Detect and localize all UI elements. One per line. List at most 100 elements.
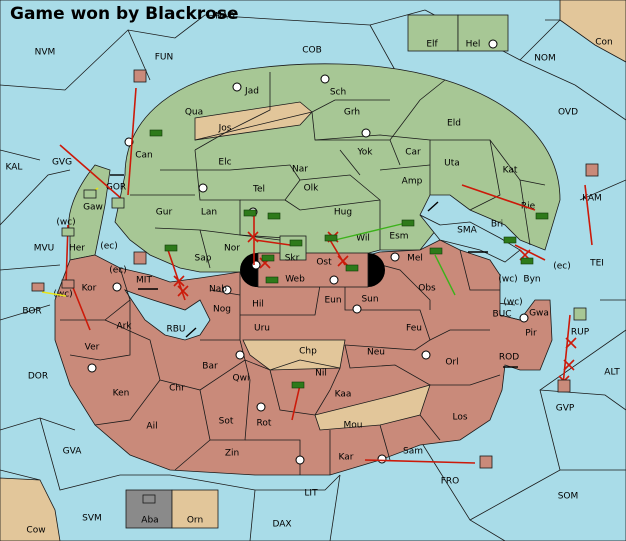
fleet-unit-icon bbox=[61, 227, 75, 237]
label-aba: Aba bbox=[141, 516, 158, 526]
sea-label-nao: NAO bbox=[215, 12, 235, 22]
sea-label-gor: GOR bbox=[106, 183, 126, 193]
sea-label-svm: SVM bbox=[82, 514, 102, 524]
label-qua: Qua bbox=[185, 108, 203, 118]
coast-tag: (ec) bbox=[553, 262, 571, 272]
label-kaa: Kaa bbox=[335, 390, 352, 400]
fleet-unit-icon bbox=[142, 494, 156, 504]
army-unit-icon bbox=[267, 212, 281, 220]
label-nog: Nog bbox=[213, 305, 231, 315]
label-kat: Kat bbox=[503, 166, 518, 176]
sea-label-cob: COB bbox=[302, 46, 322, 56]
label-car: Car bbox=[405, 148, 421, 158]
sea-label-dor: DOR bbox=[28, 372, 48, 382]
sea-labels: NAO NVM COB NOM OVD KAL GVG FUN MVU BOR … bbox=[6, 12, 621, 530]
sea-label-kam: KAM bbox=[582, 194, 602, 204]
sea-label-mit: MIT bbox=[136, 276, 152, 286]
fleet-unit-icon bbox=[585, 163, 599, 177]
army-unit-icon bbox=[429, 247, 443, 255]
sea-label-buc: BUC bbox=[492, 310, 511, 320]
game-result-title: Game won by Blackrose bbox=[10, 4, 239, 24]
sea-label-fun: FUN bbox=[155, 53, 174, 63]
coast-tag: (wc) bbox=[503, 298, 522, 308]
neutral-province-labels: Jos Chp Mou Orn Cow Aba bbox=[26, 124, 362, 536]
label-ark: Ark bbox=[116, 322, 132, 332]
sea-label-tei: TEI bbox=[589, 259, 604, 269]
label-byn: Byn bbox=[523, 275, 540, 285]
label-yok: Yok bbox=[356, 148, 373, 158]
fleet-unit-icon bbox=[61, 279, 75, 289]
label-sam: Sam bbox=[403, 447, 423, 457]
coast-tag: (wc) bbox=[56, 218, 75, 228]
fleet-units[interactable] bbox=[31, 69, 599, 504]
label-tel: Tel bbox=[252, 185, 265, 195]
label-uta: Uta bbox=[444, 159, 460, 169]
province-jos[interactable] bbox=[194, 101, 313, 141]
sea-label-kal: KAL bbox=[6, 163, 23, 173]
sea-borders bbox=[0, 9, 626, 541]
label-web: Web bbox=[285, 275, 305, 285]
fleet-unit-icon bbox=[479, 455, 493, 469]
province-cow[interactable] bbox=[0, 477, 61, 541]
label-can: Can bbox=[135, 151, 153, 161]
province-hel[interactable] bbox=[457, 14, 509, 52]
label-uru: Uru bbox=[254, 324, 270, 334]
army-unit-icon bbox=[535, 212, 549, 220]
sea-label-mvu: MVU bbox=[34, 244, 55, 254]
label-nil: Nil bbox=[315, 369, 327, 379]
fleet-unit-icon bbox=[83, 189, 97, 199]
sea-label-dax: DAX bbox=[272, 520, 291, 530]
army-unit-icon bbox=[149, 129, 163, 137]
coast-tag: (wc) bbox=[498, 275, 517, 285]
army-unit-icon bbox=[261, 254, 275, 262]
label-ail: Ail bbox=[146, 422, 157, 432]
failed-order-marks bbox=[173, 231, 577, 387]
army-units[interactable] bbox=[149, 129, 549, 389]
label-sot: Sot bbox=[219, 417, 234, 427]
label-obs: Obs bbox=[418, 284, 436, 294]
inner-sea-sma bbox=[419, 214, 521, 263]
label-kor: Kor bbox=[82, 284, 97, 294]
fleet-unit-icon bbox=[573, 307, 587, 321]
label-hug: Hug bbox=[334, 208, 352, 218]
sea-label-nom: NOM bbox=[534, 54, 556, 64]
province-elf[interactable] bbox=[407, 14, 459, 52]
label-gwa: Gwa bbox=[529, 309, 549, 319]
province-con[interactable] bbox=[559, 0, 626, 63]
label-cow: Cow bbox=[26, 526, 45, 536]
green-province-labels: Jad Sch Qua Grh Eld Can Yok Car Uta Elc … bbox=[69, 38, 613, 264]
label-zin: Zin bbox=[225, 449, 239, 459]
label-ost: Ost bbox=[316, 258, 332, 268]
sea-label-gva: GVA bbox=[63, 447, 83, 457]
label-bri: Bri bbox=[491, 220, 503, 230]
coast-tag: (wc) bbox=[53, 290, 72, 300]
label-gur: Gur bbox=[156, 208, 173, 218]
sea-label-nvm: NVM bbox=[35, 48, 56, 58]
coast-tag: (ec) bbox=[109, 266, 127, 276]
sea-label-fro: FRO bbox=[441, 477, 460, 487]
sea-label-sma: SMA bbox=[457, 226, 477, 236]
sea-label-bor: BOR bbox=[22, 307, 41, 317]
province-orn[interactable] bbox=[171, 489, 219, 529]
label-bar: Bar bbox=[202, 362, 218, 372]
label-los: Los bbox=[452, 413, 467, 423]
inner-sea-rbu bbox=[123, 289, 211, 341]
army-unit-icon bbox=[289, 239, 303, 247]
coast-tags: (wc) (ec) (ec) (wc) (wc) (ec) (wc) bbox=[53, 218, 570, 308]
label-kar: Kar bbox=[339, 453, 354, 463]
label-jad: Jad bbox=[244, 87, 259, 97]
label-lan: Lan bbox=[201, 208, 217, 218]
province-her-region[interactable] bbox=[68, 164, 111, 261]
label-elf: Elf bbox=[426, 40, 438, 50]
label-grh: Grh bbox=[344, 108, 360, 118]
sea-label-ovd: OVD bbox=[558, 108, 578, 118]
label-ver: Ver bbox=[85, 343, 100, 353]
label-elc: Elc bbox=[218, 158, 231, 168]
label-pir: Pir bbox=[525, 329, 537, 339]
label-nar: Nar bbox=[292, 165, 308, 175]
army-unit-icon bbox=[243, 209, 257, 217]
province-chp[interactable] bbox=[242, 339, 346, 371]
label-nor: Nor bbox=[224, 244, 240, 254]
fleet-unit-icon bbox=[31, 282, 45, 292]
